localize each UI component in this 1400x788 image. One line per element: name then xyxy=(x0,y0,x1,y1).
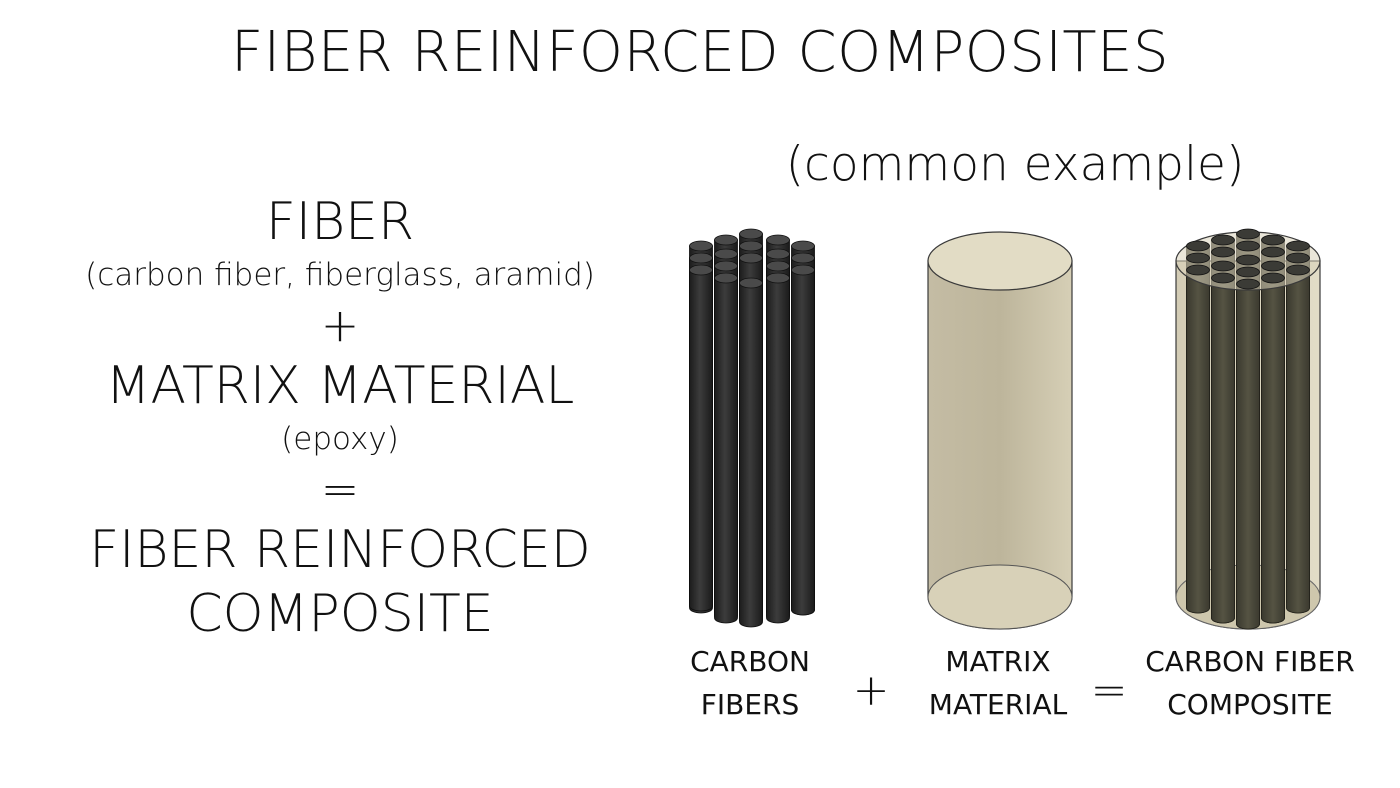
composite-fiber-end xyxy=(1236,228,1260,240)
composite-fiber-end xyxy=(1286,252,1310,264)
composite-fiber-end xyxy=(1286,240,1310,252)
caption-line-2: MATERIAL xyxy=(928,688,1068,721)
page-title: FIBER REINFORCED COMPOSITES xyxy=(230,20,1170,85)
carbon-fiber-rod xyxy=(791,264,815,616)
caption-line-1: CARBON xyxy=(690,645,810,678)
carbon-fiber-rod xyxy=(766,272,790,624)
composite-fiber-end xyxy=(1186,252,1210,264)
composite-fiber-end xyxy=(1261,246,1285,258)
composite-fiber-end xyxy=(1211,246,1235,258)
fiber-heading: FIBER xyxy=(265,192,415,252)
composite-fiber-end xyxy=(1261,272,1285,284)
fiber-examples: (carbon fiber, fiberglass, aramid) xyxy=(85,257,595,293)
carbon-fibers-icon xyxy=(689,228,815,628)
caption-line-1: CARBON FIBER xyxy=(1145,645,1355,678)
matrix-cylinder-icon xyxy=(927,231,1073,630)
result-line-2: COMPOSITE xyxy=(186,584,494,644)
composite-fiber-end xyxy=(1236,254,1260,266)
composite-fiber-end xyxy=(1286,264,1310,276)
composite-fiber-end xyxy=(1261,234,1285,246)
composite-cylinder-icon xyxy=(1175,228,1321,630)
caption-carbon-fiber-composite: CARBON FIBER COMPOSITE xyxy=(1140,640,1360,726)
caption-carbon-fibers: CARBON FIBERS xyxy=(660,640,840,726)
plus-sign: + xyxy=(320,298,360,352)
example-equals-sign: = xyxy=(1090,665,1128,716)
example-plus-sign: + xyxy=(852,665,890,716)
composite-fiber-end xyxy=(1186,240,1210,252)
composite-fiber-rod xyxy=(1211,277,1235,624)
carbon-fiber-rod xyxy=(714,272,738,624)
composite-fiber-end xyxy=(1236,278,1260,290)
composite-fiber-end xyxy=(1236,240,1260,252)
caption-line-1: MATRIX xyxy=(945,645,1051,678)
carbon-fiber-rod xyxy=(739,277,763,628)
result-line-1: FIBER REINFORCED xyxy=(89,520,591,580)
example-subtitle: (common example) xyxy=(785,137,1245,192)
caption-line-2: COMPOSITE xyxy=(1167,688,1333,721)
caption-matrix-material: MATRIX MATERIAL xyxy=(908,640,1088,726)
matrix-heading: MATRIX MATERIAL xyxy=(105,356,575,416)
matrix-example: (epoxy) xyxy=(281,421,399,457)
composite-fiber-end xyxy=(1211,260,1235,272)
composite-fiber-rod xyxy=(1186,269,1210,614)
composite-fiber-rod xyxy=(1236,283,1260,630)
equals-sign: = xyxy=(320,462,360,516)
composite-fiber-end xyxy=(1261,260,1285,272)
carbon-fiber-rod xyxy=(689,264,713,612)
caption-line-2: FIBERS xyxy=(700,688,800,721)
composite-fiber-rod xyxy=(1286,269,1310,614)
composite-fiber-end xyxy=(1211,234,1235,246)
composite-fiber-end xyxy=(1186,264,1210,276)
composite-formula: FIBER (carbon fiber, fiberglass, aramid)… xyxy=(40,190,640,646)
composite-fiber-end xyxy=(1236,266,1260,278)
composite-fiber-rod xyxy=(1261,277,1285,624)
composite-fiber-end xyxy=(1211,272,1235,284)
